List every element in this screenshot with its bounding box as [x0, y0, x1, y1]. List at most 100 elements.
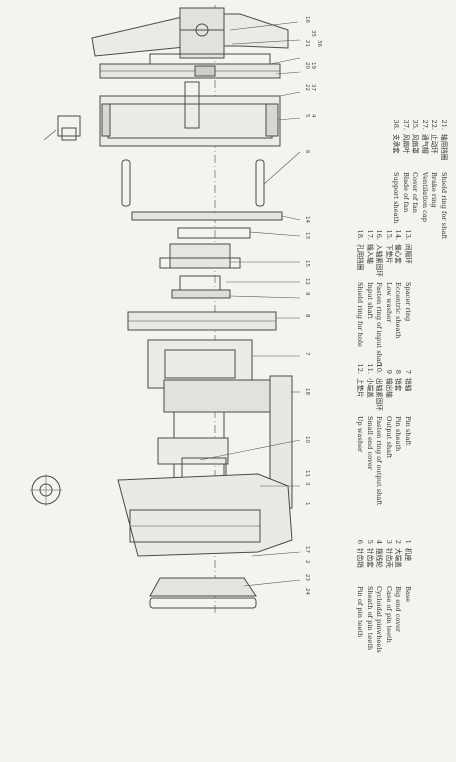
callout-2: 2: [304, 560, 310, 564]
legend-num: 38.: [392, 119, 401, 131]
legend-num: 37.: [401, 119, 410, 131]
legend-num: 12.: [356, 363, 365, 375]
legend-num: 35.: [411, 119, 420, 131]
legend-num: 1: [404, 539, 412, 544]
bearing-stack: [99, 53, 281, 79]
legend-cn: 销套: [394, 378, 403, 392]
legend-num: 4: [375, 539, 384, 544]
legend-row: 21. 轴用挡圈 Shield ring for shaft: [438, 118, 448, 348]
legend-en: Support sheath: [392, 172, 401, 224]
legend-en: Base: [404, 586, 412, 603]
ventilation-cap-detail: [43, 115, 81, 141]
callout-20: 20: [304, 62, 310, 69]
legend-num: 11.: [365, 363, 374, 375]
upper-housing: [99, 81, 281, 147]
callout-11: 11: [304, 470, 310, 477]
callout-19: 19: [310, 62, 316, 69]
base: [117, 473, 293, 557]
legend-cn: 大端盖: [394, 548, 403, 568]
legend-en: Small end cover: [365, 416, 374, 470]
legend-en: Sheath of pin teeth: [365, 586, 374, 651]
callout-17: 17: [304, 546, 310, 553]
legend-en: Case of pin teeth: [384, 586, 393, 643]
legend-en: Fasten ring of output shaft: [375, 416, 384, 506]
callout-15: 15: [304, 260, 310, 267]
callout-5: 5: [304, 114, 310, 118]
legend-en: Pin of pin teeth: [356, 586, 365, 638]
legend-row: 3 针齿壳 Case of pin teeth: [383, 532, 393, 762]
legend-row: 2 大端盖 Big end cover: [393, 532, 403, 762]
legend-en: Shield ring for shaft: [440, 172, 448, 240]
legend-num: 21.: [440, 119, 448, 131]
legend-cn: 摆线轮: [375, 548, 384, 568]
legend-num: 15.: [384, 229, 393, 241]
callout-37: 37: [310, 84, 316, 91]
legend-num: 14.: [394, 229, 403, 241]
legend-cn: 入轴紧固环: [375, 244, 384, 277]
legend-en: Spacer ring: [404, 282, 412, 322]
legend-cn: 输入轴: [365, 244, 374, 264]
callout-1: 1: [304, 502, 310, 506]
legend-num: 10.: [375, 363, 384, 375]
callout-35: 35: [310, 30, 316, 37]
callout-10: 10: [304, 436, 310, 443]
legend-row: 6 针齿销 Pin of pin teeth: [354, 532, 364, 762]
legend-en: Low washer: [384, 282, 393, 323]
legend-num: 18.: [356, 229, 365, 241]
callout-8: 8: [304, 314, 310, 318]
legend-num: 16.: [375, 229, 384, 241]
callout-6: 6: [304, 150, 310, 154]
callout-18: 18: [304, 388, 310, 395]
callout-7: 7: [304, 352, 310, 356]
callout-3: 3: [304, 482, 310, 486]
legend-en: Eccentric sheath: [394, 282, 403, 339]
legend-cn: 支承套: [392, 134, 401, 154]
legend-en: Output shaft: [384, 416, 393, 459]
legend-num: 5: [365, 539, 374, 544]
callout-21: 21: [304, 40, 310, 47]
legend-cn: 风扇罩: [411, 134, 420, 154]
legend-en: Cycloidal pinwheels: [375, 586, 384, 653]
eccentric-sheath: [177, 227, 251, 239]
legend-cn: 间隔环: [404, 244, 412, 264]
legend-en: Fasten ring of input shaft: [375, 282, 384, 367]
legend-en: Big end cover: [394, 586, 403, 633]
legend-cn: 针齿壳: [384, 548, 393, 568]
legend-en: Input shaft: [365, 282, 374, 319]
callout-12: 12: [304, 278, 310, 285]
legend-cn: 通气帽: [420, 134, 429, 154]
legend-num: 22.: [430, 119, 439, 131]
legend-en: Pin shaft: [404, 416, 412, 446]
exploded-view: 16 35 21 36 20 19 22 37 5 4 6 14 13 15 1…: [30, 5, 322, 615]
legend-num: 6: [356, 539, 365, 544]
legend-en: Cover of fan: [411, 172, 420, 214]
callout-23: 23: [304, 574, 310, 581]
legend-en: Pin sheath: [394, 416, 403, 452]
legend-cn: 止动环: [430, 134, 439, 154]
callout-4: 4: [310, 114, 316, 118]
callout-13: 13: [304, 232, 310, 239]
legend-cn: 针齿销: [356, 548, 365, 568]
callout-24: 24: [304, 588, 310, 595]
legend-en: Shield ring for hole: [356, 282, 365, 347]
legend-num: 9: [384, 369, 393, 374]
legend-cn: 轴用挡圈: [440, 134, 448, 161]
legend-row: 1 机座 Base: [402, 532, 412, 762]
legend-cn: 下垫片: [384, 244, 393, 264]
legend-block-bottom: 1 机座 Base 2 大端盖 Big end cover 3 针齿壳 Case of pi…: [354, 532, 412, 762]
callout-leaders: [199, 21, 301, 587]
legend-cn: 机座: [404, 548, 412, 562]
spacer-ring: [131, 211, 283, 221]
legend-cn: 风扇叶: [401, 134, 410, 154]
legend-cn: 输出轴: [384, 378, 393, 398]
legend-cn: 偏心套: [394, 244, 403, 264]
legend-row: 4 摆线轮 Cycloidal pinwheels: [374, 532, 384, 762]
eccentric-assembly: [159, 243, 241, 299]
legend-num: 2: [394, 539, 403, 544]
legend-num: 3: [384, 539, 393, 544]
legend-num: 17.: [365, 229, 374, 241]
callout-16: 16: [304, 16, 310, 23]
fan-cover: [91, 7, 289, 59]
legend-cn: 小端盖: [365, 378, 374, 398]
